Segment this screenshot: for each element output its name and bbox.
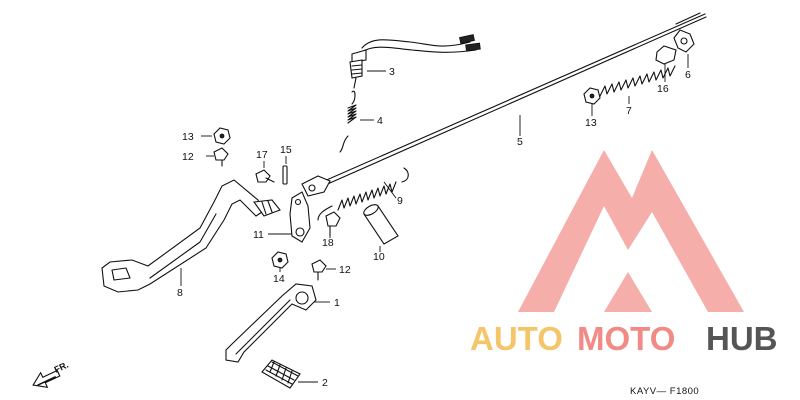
part-7-rod-spring xyxy=(599,65,676,97)
callout-numbers: 3 4 5 6 7 16 13 8 9 10 11 12 12 13 14 15… xyxy=(177,66,691,389)
part-18-bolt xyxy=(325,211,341,237)
watermark-word-moto: MOTO xyxy=(577,320,675,357)
callout-17: 17 xyxy=(256,149,268,161)
part-13-nut-left xyxy=(213,127,231,145)
callout-9: 9 xyxy=(397,195,403,207)
watermark-word-hub: HUB xyxy=(706,320,778,357)
part-3-brake-switch xyxy=(349,34,481,89)
watermark-triangle-mark xyxy=(518,150,744,312)
part-10-collar xyxy=(363,204,399,245)
callout-3: 3 xyxy=(389,66,395,78)
part-4-switch-spring xyxy=(339,90,357,153)
part-5-brake-rod xyxy=(301,12,707,197)
part-2-footpeg-rubber xyxy=(261,359,301,389)
front-direction-indicator: FR. xyxy=(32,360,70,388)
callout-1: 1 xyxy=(334,297,340,309)
callout-14: 14 xyxy=(273,273,285,285)
part-1-step-bar xyxy=(225,283,317,363)
part-14-nut xyxy=(271,251,289,269)
callout-2: 2 xyxy=(322,377,328,389)
callout-15: 15 xyxy=(280,144,292,156)
callout-18: 18 xyxy=(322,237,334,249)
part-6-adjust-nut xyxy=(673,29,695,53)
callout-16: 16 xyxy=(657,83,669,95)
callout-7: 7 xyxy=(626,105,632,117)
callout-8: 8 xyxy=(177,287,183,299)
callout-13-left: 13 xyxy=(182,131,194,143)
callout-6: 6 xyxy=(685,69,691,81)
part-9-return-spring xyxy=(317,167,409,221)
callout-4: 4 xyxy=(377,115,383,127)
part-13-nut-right xyxy=(583,87,601,105)
part-12-bolt-lower xyxy=(311,259,327,281)
diagram-code: KAYV— F1800 xyxy=(630,386,699,397)
part-12-bolt-left xyxy=(213,147,229,167)
part-17-bolt xyxy=(255,169,275,183)
callout-13-right: 13 xyxy=(585,117,597,129)
part-8-brake-pedal xyxy=(101,179,281,293)
front-label: FR. xyxy=(53,360,70,375)
part-11-brake-arm xyxy=(289,191,311,243)
watermark-triangle-inner-mark xyxy=(604,272,652,312)
watermark-wordmark: AUTO MOTO HUB xyxy=(470,320,778,357)
leader-lines xyxy=(180,54,689,383)
front-arrow-icon xyxy=(32,369,61,388)
callout-12-lower: 12 xyxy=(339,264,351,276)
part-16-joint xyxy=(655,45,677,65)
watermark-logo xyxy=(518,150,744,312)
callout-10: 10 xyxy=(373,251,385,263)
callout-12-left: 12 xyxy=(182,151,194,163)
callout-5: 5 xyxy=(517,136,523,148)
part-15-pin xyxy=(282,165,288,185)
watermark-word-auto: AUTO xyxy=(470,320,563,357)
callout-11: 11 xyxy=(253,229,264,241)
